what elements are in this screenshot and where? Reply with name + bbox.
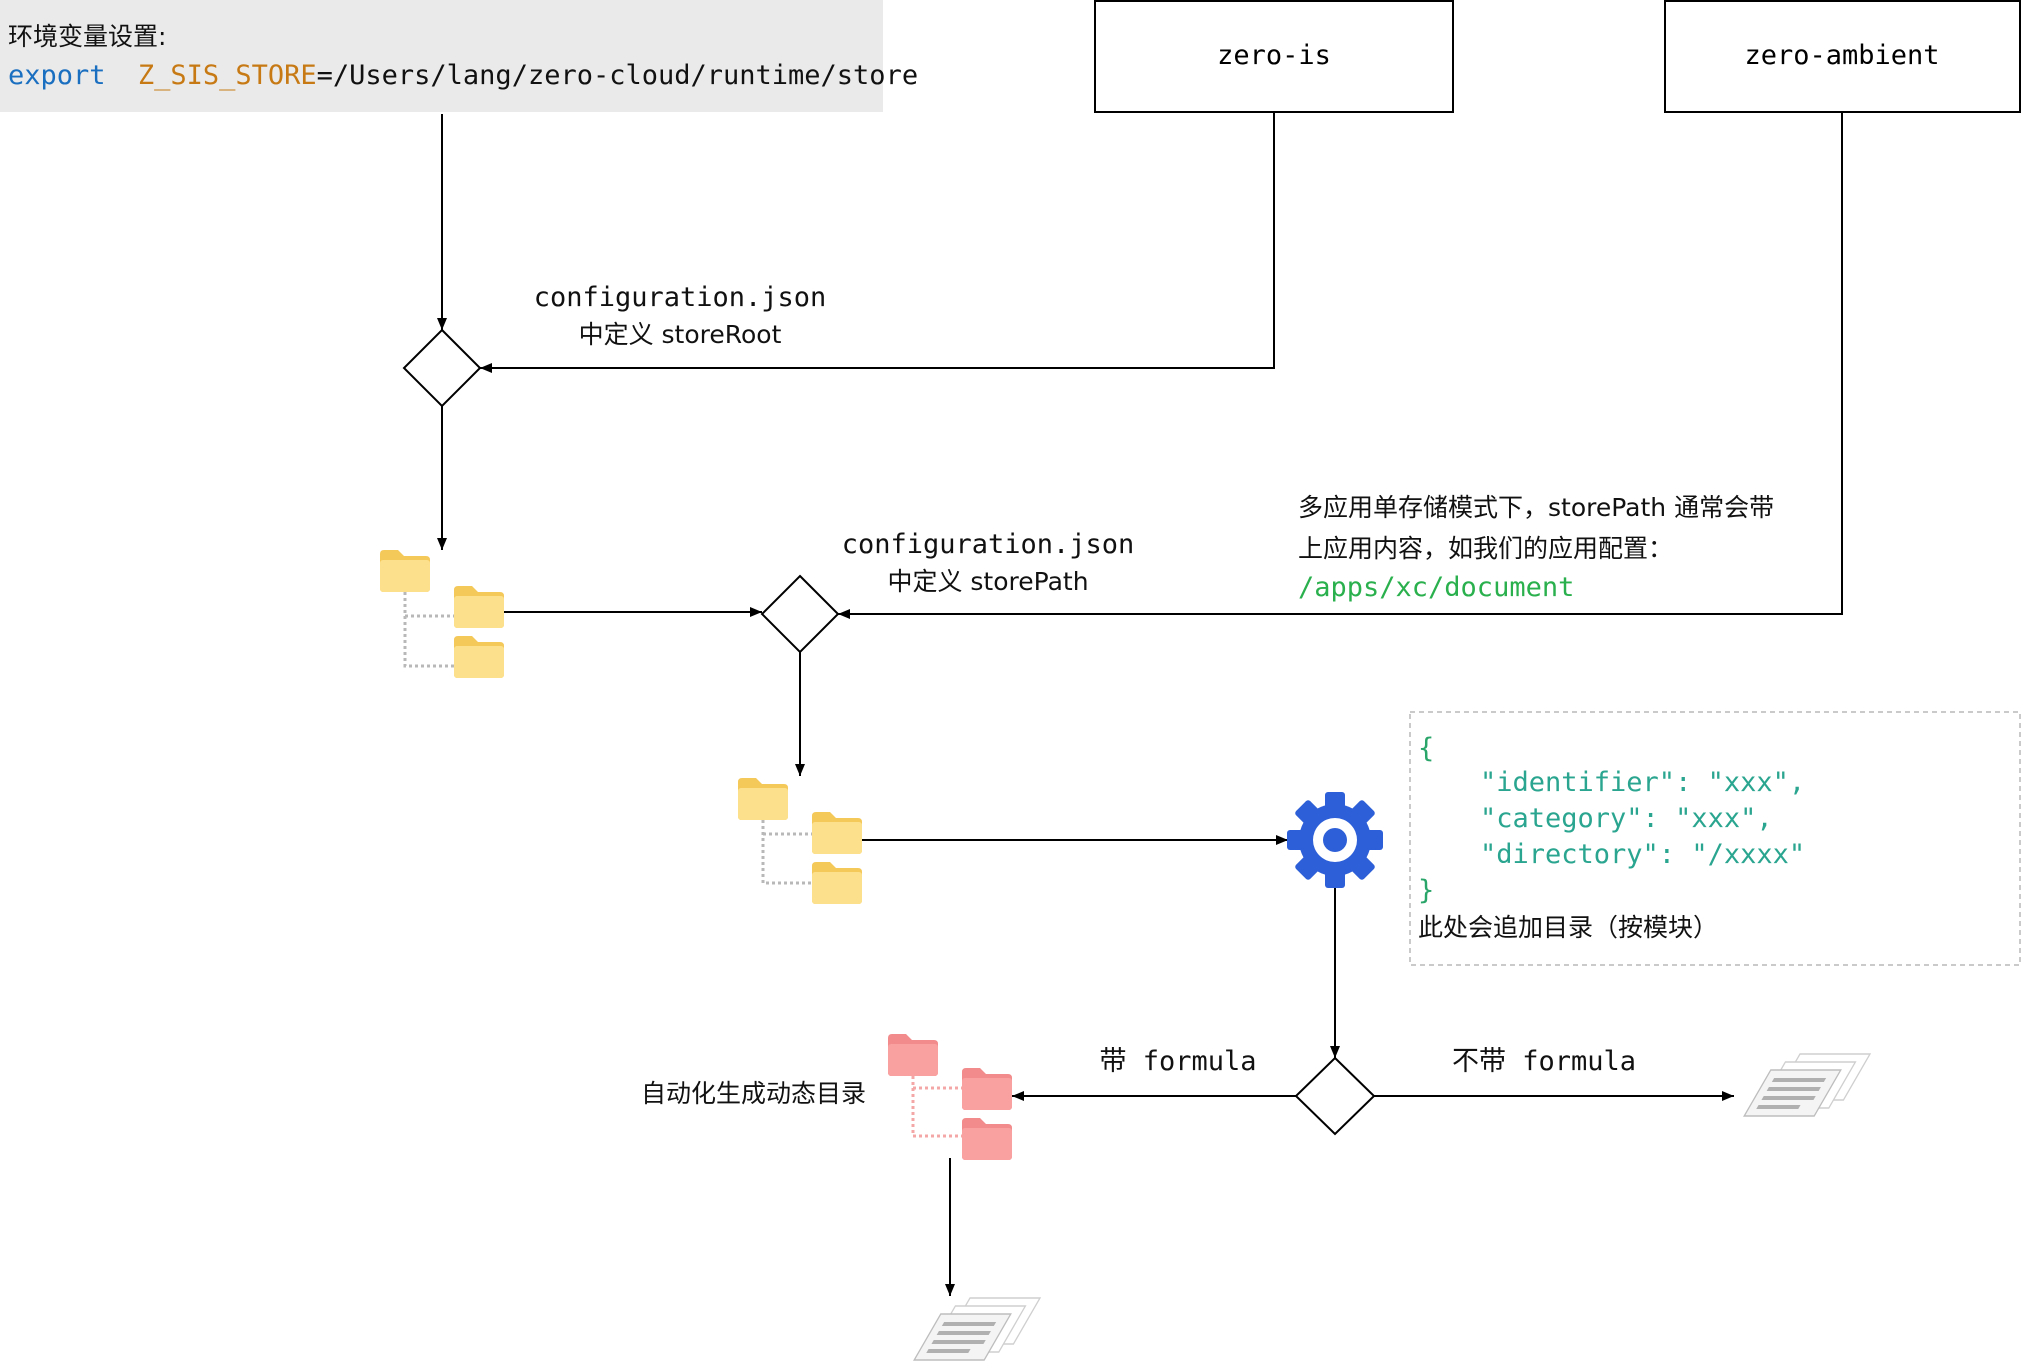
gear-icon[interactable] <box>1287 792 1383 888</box>
folder-tree-icon <box>380 550 504 678</box>
store-root-label-line2: 中定义 storeRoot <box>579 320 782 349</box>
json-open-brace: { <box>1418 733 1434 764</box>
store-root-label-line1: configuration.json <box>534 282 827 313</box>
decision-formula[interactable] <box>1294 1056 1376 1136</box>
edge-zero-ambient-to-decision2 <box>838 113 1843 619</box>
multi-app-note-line1: 多应用单存储模式下，storePath 通常会带 <box>1298 493 1774 522</box>
json-close-brace: } <box>1418 875 1434 906</box>
zero-is-box[interactable]: zero-is <box>1094 0 1454 113</box>
multi-app-note-line2: 上应用内容，如我们的应用配置： <box>1298 534 1673 563</box>
json-directory-line: "directory": "/xxxx" <box>1480 839 1805 870</box>
multi-app-note-path: /apps/xc/document <box>1298 572 1574 603</box>
env-export-line: export Z_SIS_STORE=/Users/lang/zero-clou… <box>8 60 918 91</box>
documents-icon <box>912 1296 1042 1362</box>
folder-tree-icon <box>888 1034 1012 1160</box>
env-keyword: export <box>8 60 106 91</box>
folder-tree-icon <box>738 778 862 904</box>
json-note-box: { "identifier": "xxx", "category": "xxx"… <box>1409 711 2021 966</box>
decision-store-path[interactable] <box>760 574 840 654</box>
store-path-label-line2: 中定义 storePath <box>887 567 1088 596</box>
json-note-caption: 此处会追加目录（按模块） <box>1418 913 1718 942</box>
decision-store-root[interactable] <box>402 328 482 408</box>
env-var-name: Z_SIS_STORE <box>138 60 317 91</box>
json-category-line: "category": "xxx", <box>1480 803 1773 834</box>
zero-is-label: zero-is <box>1217 40 1331 71</box>
auto-dir-label: 自动化生成动态目录 <box>641 1079 866 1108</box>
documents-icon <box>1742 1052 1872 1118</box>
json-identifier-line: "identifier": "xxx", <box>1480 767 1805 798</box>
edge-zero-is-to-decision1 <box>480 113 1275 373</box>
env-value: =/Users/lang/zero-cloud/runtime/store <box>317 60 918 91</box>
zero-ambient-label: zero-ambient <box>1744 40 1939 71</box>
store-path-label-line1: configuration.json <box>842 529 1135 560</box>
without-formula-label: 不带 formula <box>1452 1046 1636 1077</box>
with-formula-label: 带 formula <box>1099 1046 1256 1077</box>
env-variable-box: 环境变量设置: export Z_SIS_STORE=/Users/lang/z… <box>0 0 918 112</box>
env-heading: 环境变量设置: <box>8 22 166 51</box>
zero-ambient-box[interactable]: zero-ambient <box>1664 0 2021 113</box>
